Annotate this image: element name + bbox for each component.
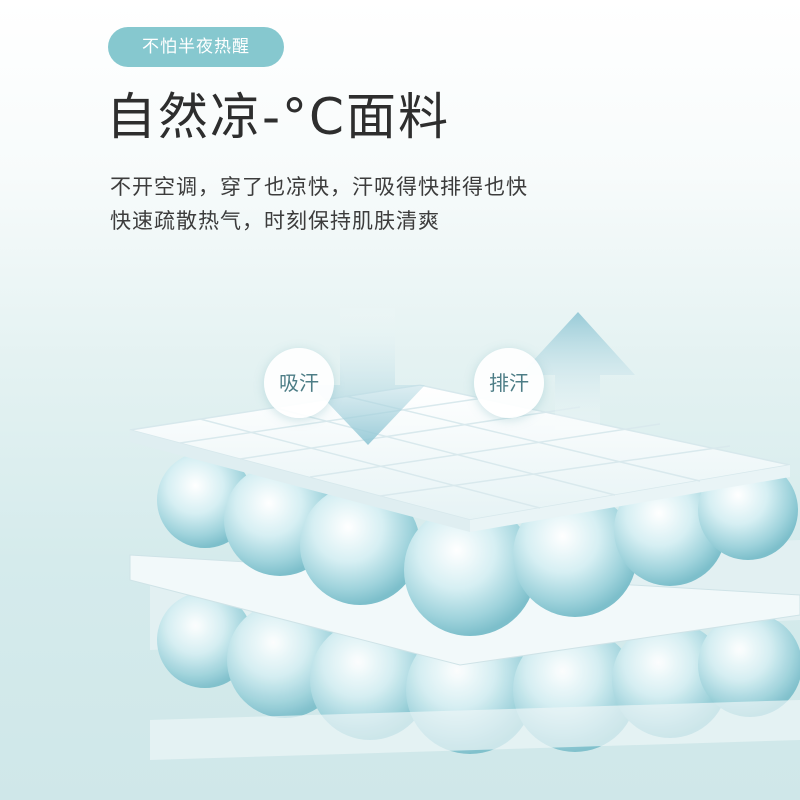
description-line-1: 不开空调，穿了也凉快，汗吸得快排得也快 (110, 175, 528, 199)
expel-arrow-icon (520, 312, 635, 430)
expel-sweat-label: 排汗 (474, 348, 544, 418)
upper-bubble-layer (157, 452, 798, 636)
absorb-arrow-icon (311, 300, 425, 445)
fabric-layers-illustration (129, 300, 800, 760)
absorb-sweat-label: 吸汗 (264, 348, 334, 418)
top-mesh-sheet (129, 384, 791, 532)
feature-tag: 不怕半夜热醒 (108, 27, 284, 67)
page-title: 自然凉-°C面料 (106, 88, 450, 146)
description-line-2: 快速疏散热气，时刻保持肌肤清爽 (110, 209, 440, 233)
